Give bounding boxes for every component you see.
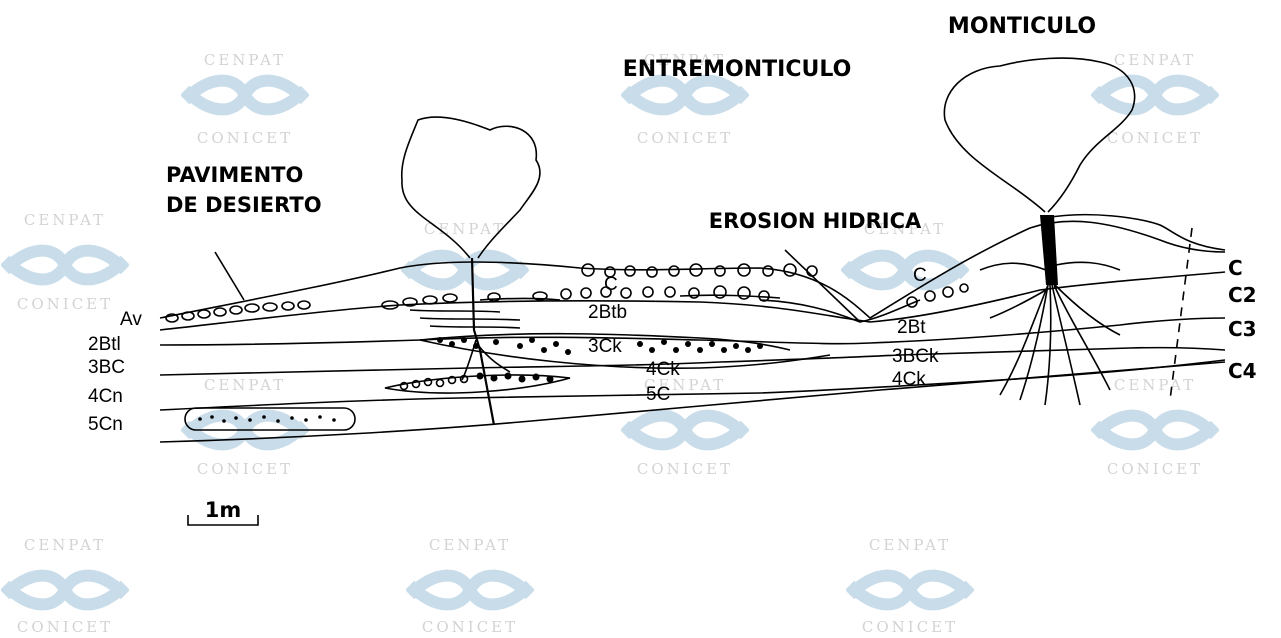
svg-text:CONICET: CONICET [17, 295, 113, 313]
horizon-label-2btl: 2Btl [88, 334, 121, 355]
shrub-right-canopy [943, 57, 1136, 213]
pebble-line-buried [381, 283, 969, 310]
lens-boundary-lower [419, 339, 831, 370]
erosion-leader-line [784, 249, 859, 321]
svg-text:CENPAT: CENPAT [1114, 51, 1196, 69]
lens-4cn-gravel [399, 372, 554, 391]
label-de-desierto: DE DESIERTO [166, 193, 322, 217]
svg-text:CONICET: CONICET [422, 618, 518, 636]
watermark-layer: CENPAT CONICET CENPAT CONICET CENPAT CON… [0, 51, 1220, 636]
watermark-logo: CENPAT CONICET [1090, 51, 1220, 147]
label-erosion-hidrica: EROSION HIDRICA [709, 209, 922, 233]
watermark-logo: CENPAT CONICET [0, 211, 130, 313]
svg-text:CONICET: CONICET [1107, 460, 1203, 478]
horizon-label-c4: C4 [1228, 359, 1257, 383]
shrub-right-stem [1040, 215, 1058, 285]
shrub-right-root [1051, 284, 1081, 406]
shrub-right-root [1054, 284, 1121, 336]
shrub-right-root [999, 284, 1049, 396]
horizon-boundary-3bc [159, 346, 1226, 376]
scale-label: 1m [205, 498, 242, 522]
horizon-label-5c: 5C [646, 384, 670, 405]
erosion-channel-line [759, 299, 921, 323]
svg-text:CONICET: CONICET [637, 129, 733, 147]
watermark-logo: CENPAT CONICET [620, 376, 750, 478]
pavimento-leader-line [214, 251, 245, 301]
shrub-left [400, 116, 541, 426]
watermark-logo: CENPAT CONICET [405, 536, 535, 636]
shrub-right-root [1044, 284, 1052, 406]
horizon-label-c3: C3 [1228, 317, 1257, 341]
svg-text:CENPAT: CENPAT [24, 536, 106, 554]
horizon-label-c-right-inner: C [913, 265, 927, 286]
horizon-boundary-2bt [159, 317, 1226, 346]
watermark-logo: CENPAT CONICET [180, 376, 310, 478]
shrub-left-stem [470, 257, 496, 426]
horizon-label-2bt: 2Bt [897, 317, 926, 338]
label-entremonticulo: ENTREMONTICULO [623, 57, 852, 82]
horizon-label-c-right: C [1228, 256, 1243, 280]
horizon-label-3bc: 3BC [88, 357, 125, 378]
svg-text:CENPAT: CENPAT [644, 376, 726, 394]
shrub-left-root [477, 344, 511, 373]
horizon-label-4ck-right: 4Ck [892, 369, 926, 390]
scale-bar: 1m [187, 498, 259, 526]
svg-text:CONICET: CONICET [1107, 129, 1203, 147]
watermark-logo: CENPAT [840, 220, 970, 291]
horizon-label-c-mid: C [604, 274, 618, 295]
svg-text:CENPAT: CENPAT [204, 51, 286, 69]
shrub-right-root [1019, 284, 1049, 401]
desert-pavement-pebbles [165, 300, 311, 323]
lens-4cn-boundary [384, 374, 571, 394]
horizon-label-2btb: 2Btb [588, 302, 627, 323]
shrub-right-root [989, 289, 1047, 319]
svg-text:CENPAT: CENPAT [424, 220, 506, 238]
svg-text:CENPAT: CENPAT [864, 220, 946, 238]
svg-text:CONICET: CONICET [862, 618, 958, 636]
svg-text:CENPAT: CENPAT [429, 536, 511, 554]
shrub-left-root [461, 339, 477, 381]
horizon-label-3bck: 3BCk [892, 346, 939, 367]
horizon-label-av: Av [120, 309, 142, 330]
svg-text:CONICET: CONICET [17, 618, 113, 636]
horizon-label-5cn: 5Cn [88, 414, 123, 435]
lens-5cn [184, 407, 356, 431]
hummock-slope-line [1044, 213, 1226, 251]
watermark-logo: CENPAT CONICET [845, 536, 975, 636]
watermark-logo: CENPAT [400, 220, 530, 291]
horizon-label-4cn: 4Cn [88, 386, 123, 407]
shrub-right-root [979, 262, 1047, 271]
svg-text:CENPAT: CENPAT [869, 536, 951, 554]
horizon-label-3ck: 3Ck [588, 336, 622, 357]
vertical-dashed-boundary [1169, 227, 1193, 401]
watermark-logo: CENPAT CONICET [1090, 376, 1220, 478]
horizon-boundary-5c [159, 361, 1226, 443]
shrub-right-root [1055, 261, 1121, 271]
horizon-label-c2: C2 [1228, 283, 1257, 307]
svg-text:CENPAT: CENPAT [644, 51, 726, 69]
watermark-logo: CENPAT CONICET [0, 536, 130, 636]
svg-text:CENPAT: CENPAT [204, 376, 286, 394]
label-monticulo: MONTICULO [948, 14, 1096, 39]
svg-text:CONICET: CONICET [197, 460, 293, 478]
shrub-left-canopy [400, 116, 541, 259]
svg-text:CONICET: CONICET [637, 460, 733, 478]
ground-surface-line [159, 220, 1226, 319]
svg-text:CENPAT: CENPAT [24, 211, 106, 229]
shrub-right [943, 57, 1136, 406]
horizon-label-4ck-mid: 4Ck [646, 359, 680, 380]
shrub-right-root [1053, 284, 1111, 391]
svg-text:CONICET: CONICET [197, 129, 293, 147]
watermark-logo: CENPAT CONICET [180, 51, 310, 147]
label-pavimento: PAVIMENTO [166, 163, 303, 187]
svg-text:CENPAT: CENPAT [1114, 376, 1196, 394]
horizon-boundary-av [159, 271, 1226, 331]
watermark-logo: CENPAT CONICET [620, 51, 750, 147]
